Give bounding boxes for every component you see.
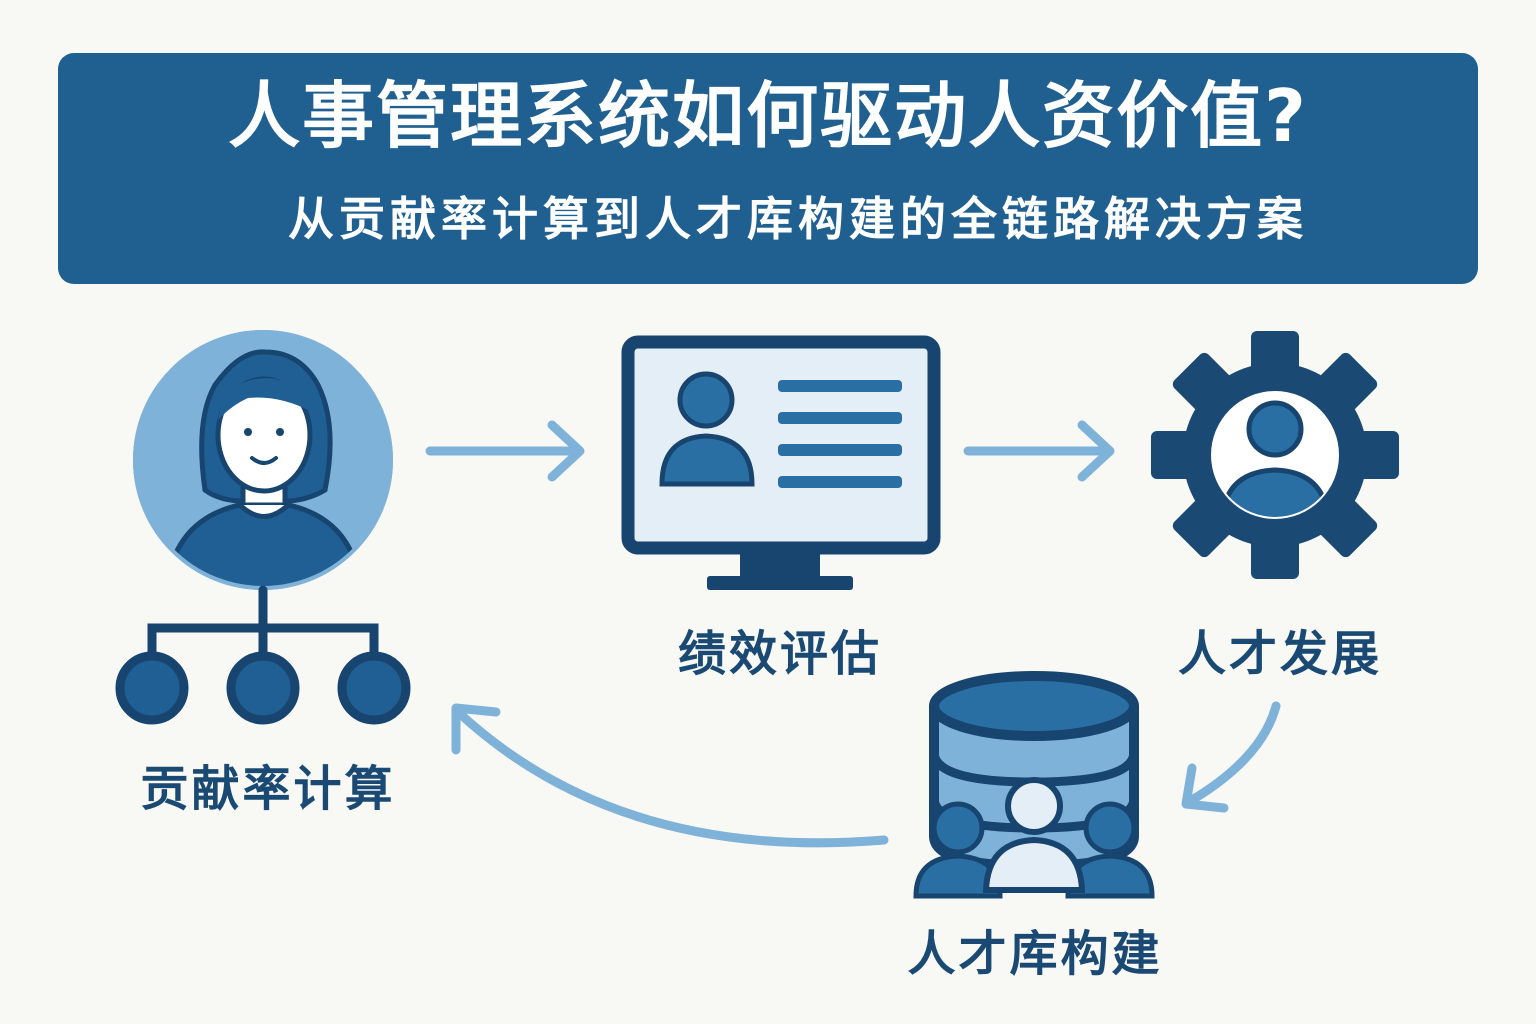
database-people-icon: [913, 671, 1155, 899]
arrow-curved-icon: [1181, 701, 1281, 813]
arrow-return-icon: [451, 703, 889, 848]
node-label-performance: 绩效评估: [677, 626, 882, 682]
org-chart-icon: [115, 585, 411, 725]
page-subtitle: 从贡献率计算到人才库构建的全链路解决方案: [288, 192, 1308, 246]
arrow-right-icon: [425, 420, 585, 482]
node-label-talent-pool: 人才库构建: [907, 926, 1163, 982]
page-title: 人事管理系统如何驱动人资价值?: [228, 74, 1308, 158]
arrow-right-icon: [963, 420, 1115, 482]
header-banner: [58, 53, 1478, 284]
person-avatar-icon: [133, 330, 393, 590]
node-label-development: 人才发展: [1177, 626, 1382, 682]
node-label-contribution: 贡献率计算: [140, 761, 396, 817]
monitor-profile-icon: [621, 335, 941, 590]
